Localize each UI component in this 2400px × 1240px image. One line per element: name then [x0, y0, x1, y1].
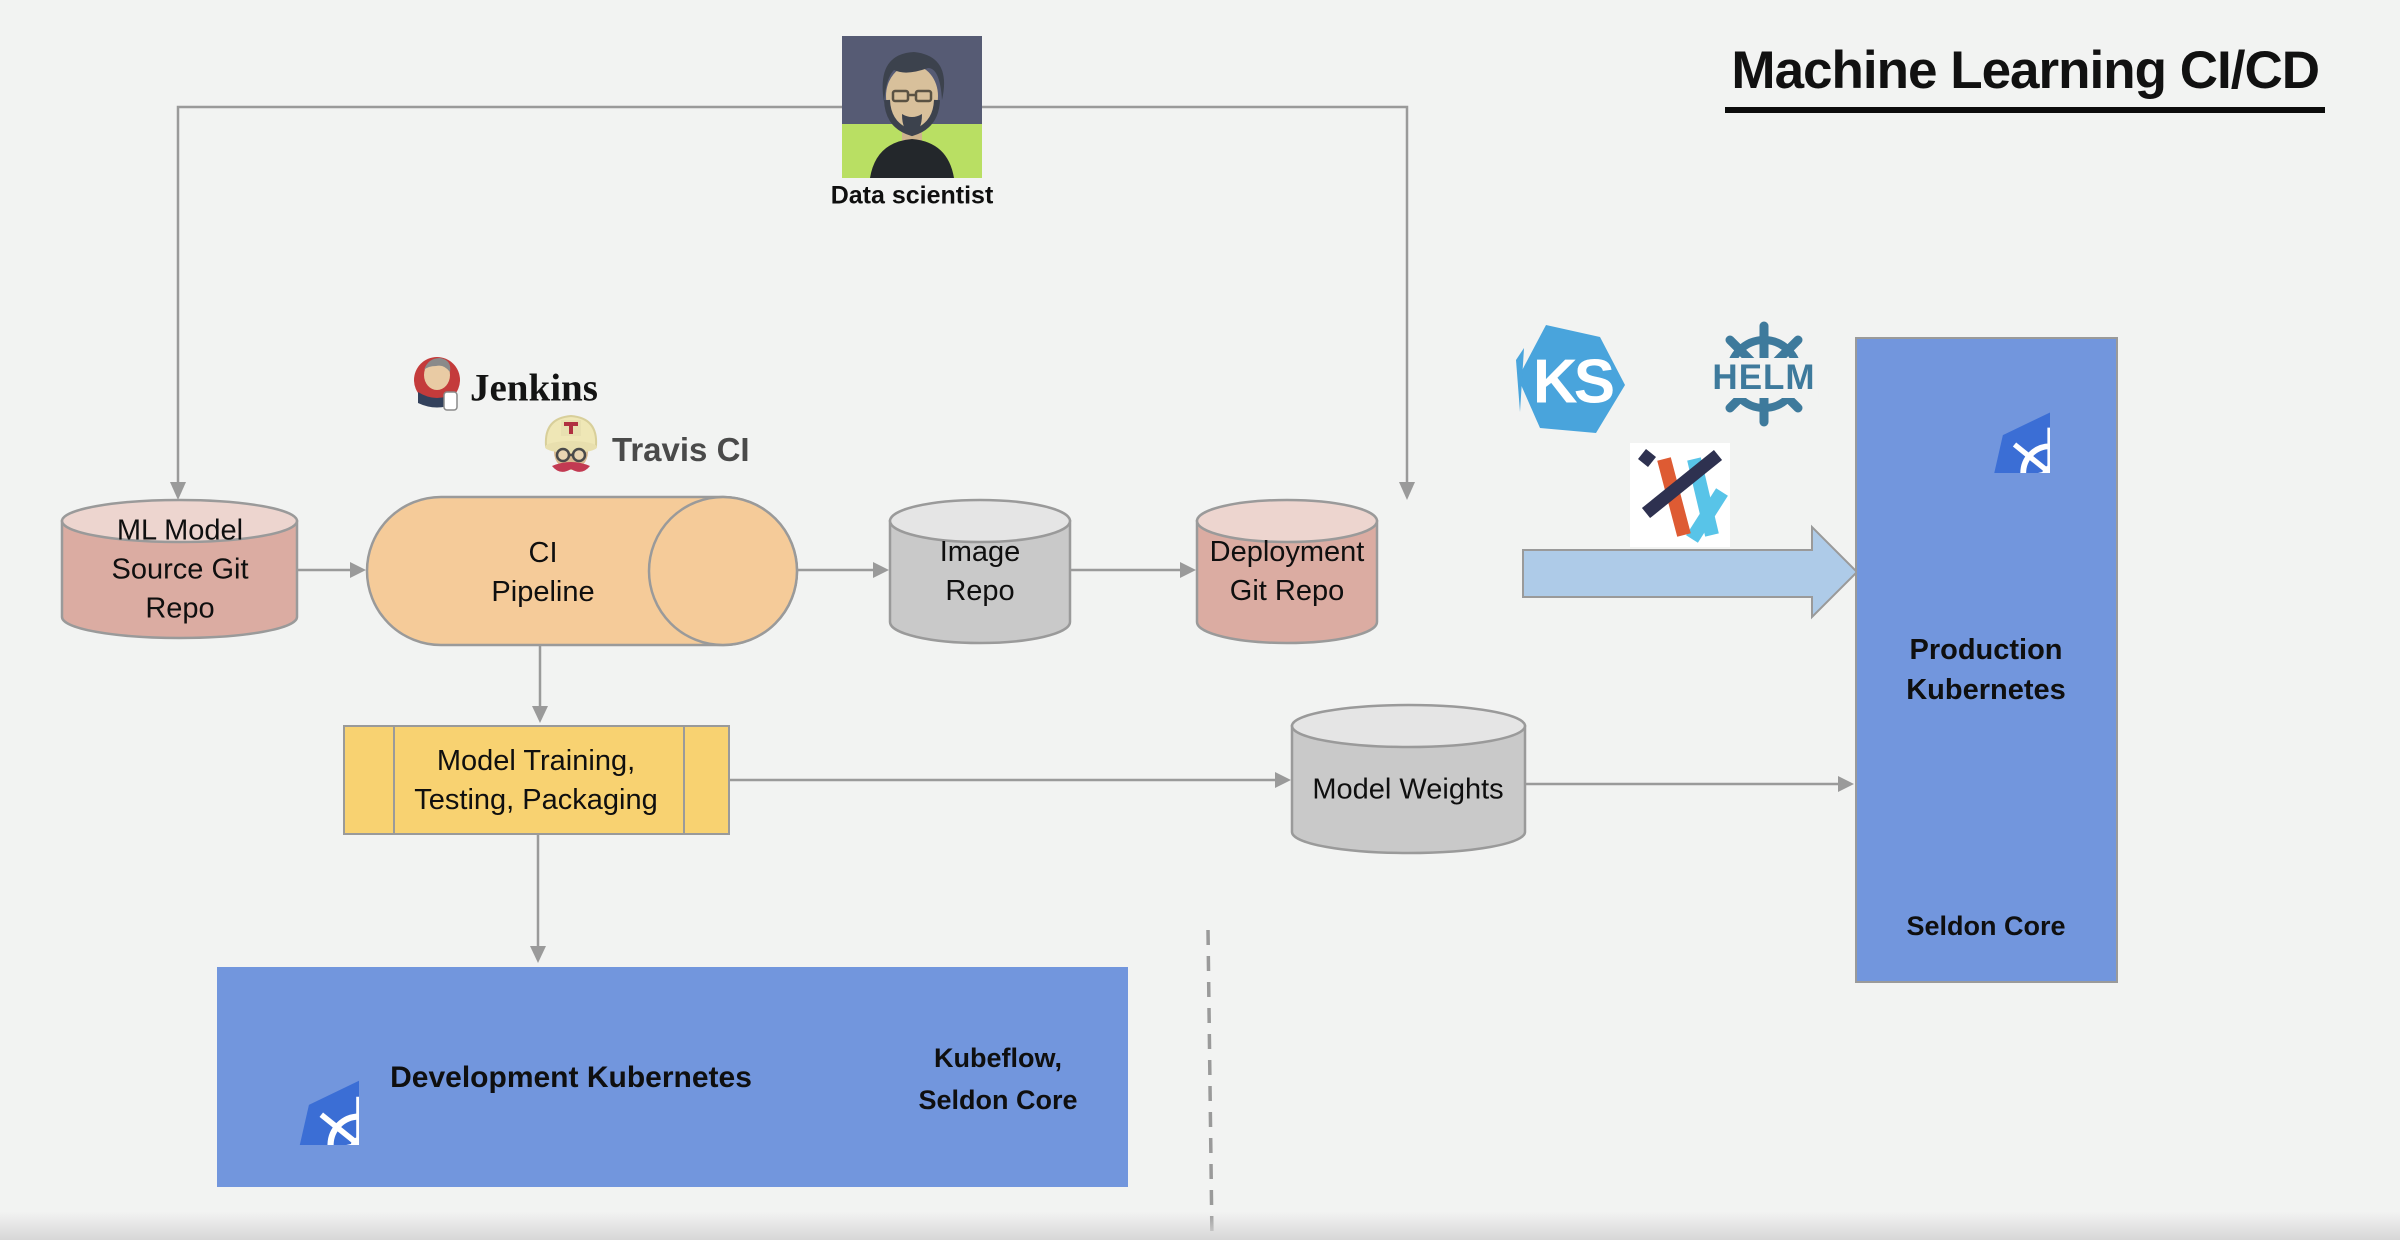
- deploy-arrow: [1522, 524, 1859, 620]
- data-scientist-avatar: [842, 36, 982, 183]
- ml-repo-label: ML Model Source Git Repo: [111, 514, 249, 625]
- production-runtime-label: Seldon Core: [1906, 910, 2066, 941]
- data-scientist-label: Data scientist: [830, 181, 994, 210]
- wercker-icon: [1630, 443, 1730, 547]
- ci-pipeline-label: CI Pipeline: [491, 537, 595, 608]
- actor-branch-line: [176, 105, 1409, 483]
- page-bottom-edge: [0, 1212, 2400, 1240]
- travis-ci-icon: [544, 414, 598, 472]
- kubernetes-icon: [1922, 345, 2050, 473]
- deployment-repo-label: Deployment Git Repo: [1209, 536, 1365, 607]
- development-kubernetes-box: [217, 967, 1128, 1187]
- ksonnet-label: KS: [1532, 347, 1615, 417]
- production-kubernetes-box: [1855, 337, 2118, 983]
- travis-ci-label: Travis CI: [612, 431, 750, 468]
- ml-repo-cylinder: [60, 498, 299, 640]
- environment-separator-dashed-line: [1206, 929, 1214, 1240]
- page-title: Machine Learning CI/CD: [1725, 40, 2325, 113]
- jenkins-icon: [414, 357, 460, 411]
- deployment-repo-cylinder: [1195, 498, 1379, 645]
- development-runtime-label: Kubeflow, Seldon Core: [918, 1043, 1078, 1115]
- model-training-box: [343, 725, 730, 835]
- kubernetes-icon: [223, 1009, 359, 1145]
- development-kubernetes-label: Development Kubernetes: [390, 1060, 752, 1094]
- model-weights-label: Model Weights: [1312, 773, 1504, 806]
- training-box-right-divider: [683, 727, 685, 833]
- production-kubernetes-label: Production Kubernetes: [1906, 633, 2066, 706]
- ksonnet-icon: [1516, 325, 1625, 433]
- training-box-left-divider: [393, 727, 395, 833]
- image-repo-cylinder: [888, 498, 1072, 645]
- helm-label: HELM: [1709, 358, 1819, 398]
- model-training-label: Model Training, Testing, Packaging: [414, 745, 658, 816]
- image-repo-label: Image Repo: [939, 536, 1021, 607]
- arrowheads: [170, 482, 1854, 963]
- jenkins-label: Jenkins: [470, 366, 598, 410]
- ci-pipeline-shape: [365, 495, 799, 647]
- connector-lines: [176, 105, 1840, 948]
- model-weights-cylinder: [1290, 703, 1527, 855]
